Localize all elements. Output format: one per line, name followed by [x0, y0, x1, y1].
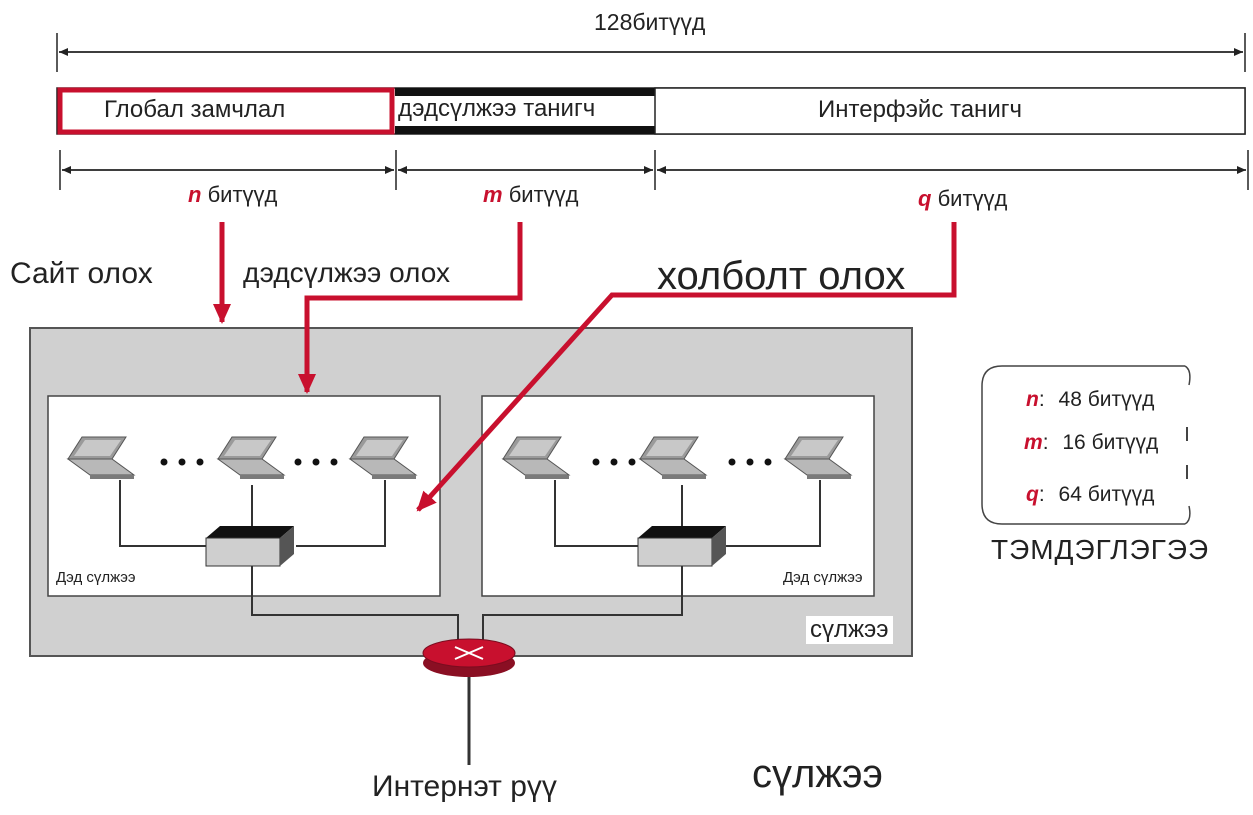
- legend-value: 48: [1059, 388, 1082, 411]
- field-width-n: n битүүд: [188, 184, 277, 206]
- field-width-q: q битүүд: [918, 188, 1007, 210]
- switch-icon: [638, 526, 726, 566]
- legend-value: 64: [1059, 483, 1082, 506]
- var-m: m: [483, 182, 503, 207]
- total-bits-count: 128: [594, 9, 632, 35]
- field-width-m: m битүүд: [483, 184, 579, 206]
- var-n: n: [188, 182, 201, 207]
- callout-site-label: Сайт олох: [10, 259, 153, 289]
- diagram-caption: сүлжээ: [752, 754, 883, 794]
- network-label: сүлжээ: [806, 616, 893, 644]
- total-bits-dimension: [57, 33, 1245, 72]
- field-interface-id-label: Интерфэйс танигч: [818, 98, 1022, 122]
- callout-connection-label: холболт олох: [657, 256, 905, 296]
- var-q: q: [918, 186, 931, 211]
- legend-value: 16: [1062, 431, 1085, 454]
- total-bits-label: 128битүүд: [594, 11, 705, 34]
- total-bits-unit: битүүд: [632, 9, 705, 35]
- subnet-right-label: Дэд сүлжээ: [783, 570, 863, 585]
- legend-row-q: q: 64 битүүд: [1026, 484, 1154, 505]
- legend-row-n: n: 48 битүүд: [1026, 389, 1154, 410]
- field-subnet-id-label: дэдсүлжээ танигч: [398, 97, 595, 121]
- callout-subnet-label: дэдсүлжээ олох: [243, 259, 450, 287]
- subnet-left-label: Дэд сүлжээ: [56, 570, 136, 585]
- field-global-routing-label: Глобал замчлал: [104, 98, 285, 122]
- switch-icon: [206, 526, 294, 566]
- legend-row-m: m: 16 битүүд: [1024, 432, 1158, 453]
- router-icon: [423, 639, 515, 677]
- legend-title: ТЭМДЭГЛЭГЭЭ: [991, 536, 1209, 564]
- internet-label: Интернэт рүү: [372, 772, 557, 802]
